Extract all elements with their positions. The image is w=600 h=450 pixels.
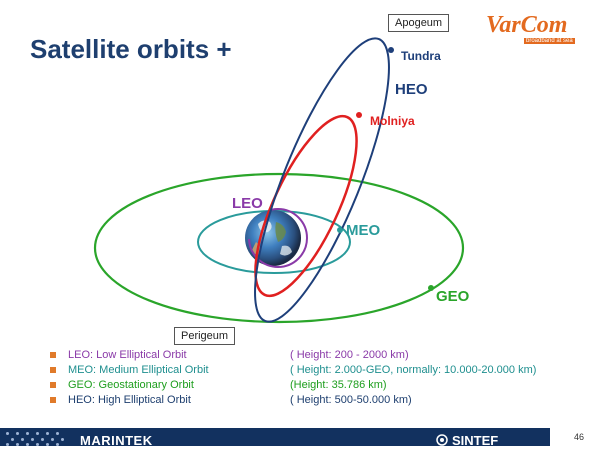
perigeum-callout: Perigeum xyxy=(174,327,236,345)
slide-footer: MARINTEK SINTEF 46 xyxy=(0,424,600,450)
tundra-orbit xyxy=(254,37,390,323)
legend-name: LEO: Low Elliptical Orbit xyxy=(68,349,187,361)
varcom-logo: VarCom broadband at sea xyxy=(484,12,584,48)
legend-height: (Height: 35.786 km) xyxy=(290,379,387,391)
legend-name: GEO: Geostationary Orbit xyxy=(68,379,194,391)
meo-label: MEO xyxy=(346,222,381,239)
molniya-label: Molniya xyxy=(370,114,415,128)
legend-height: ( Height: 500-50.000 km) xyxy=(290,394,412,406)
legend-name: MEO: Medium Elliptical Orbit xyxy=(68,364,209,376)
legend-bullet xyxy=(50,397,56,403)
legend-name: HEO: High Elliptical Orbit xyxy=(68,394,191,406)
legend-height: ( Height: 200 - 2000 km) xyxy=(290,349,409,361)
tundra-satellite xyxy=(388,47,394,53)
legend-bullet xyxy=(50,382,56,388)
tundra-label: Tundra xyxy=(401,49,441,63)
geo-orbit xyxy=(93,172,465,324)
footer-band: MARINTEK SINTEF xyxy=(0,428,550,448)
leo-label: LEO xyxy=(232,195,263,212)
legend-bullet xyxy=(50,367,56,373)
legend-height: ( Height: 2.000-GEO, normally: 10.000-20… xyxy=(290,364,537,376)
logo-wordmark: VarCom xyxy=(486,12,568,38)
meo-satellite xyxy=(337,227,343,233)
leo-orbit xyxy=(248,208,308,268)
sintef-logo-icon xyxy=(436,434,448,446)
dot-pattern-decoration xyxy=(4,430,74,446)
slide-title: Satellite orbits + xyxy=(30,34,232,64)
page-number: 46 xyxy=(574,432,585,442)
marintek-brand: MARINTEK xyxy=(80,433,153,448)
legend-bullet xyxy=(50,352,56,358)
logo-tagline: broadband at sea xyxy=(524,38,575,44)
sintef-brand: SINTEF xyxy=(452,433,499,448)
heo-label: HEO xyxy=(395,81,428,98)
geo-label: GEO xyxy=(436,288,470,305)
geo-satellite xyxy=(428,285,434,291)
molniya-satellite xyxy=(356,112,362,118)
apogeum-callout: Apogeum xyxy=(388,14,450,32)
earth-globe xyxy=(245,210,301,266)
